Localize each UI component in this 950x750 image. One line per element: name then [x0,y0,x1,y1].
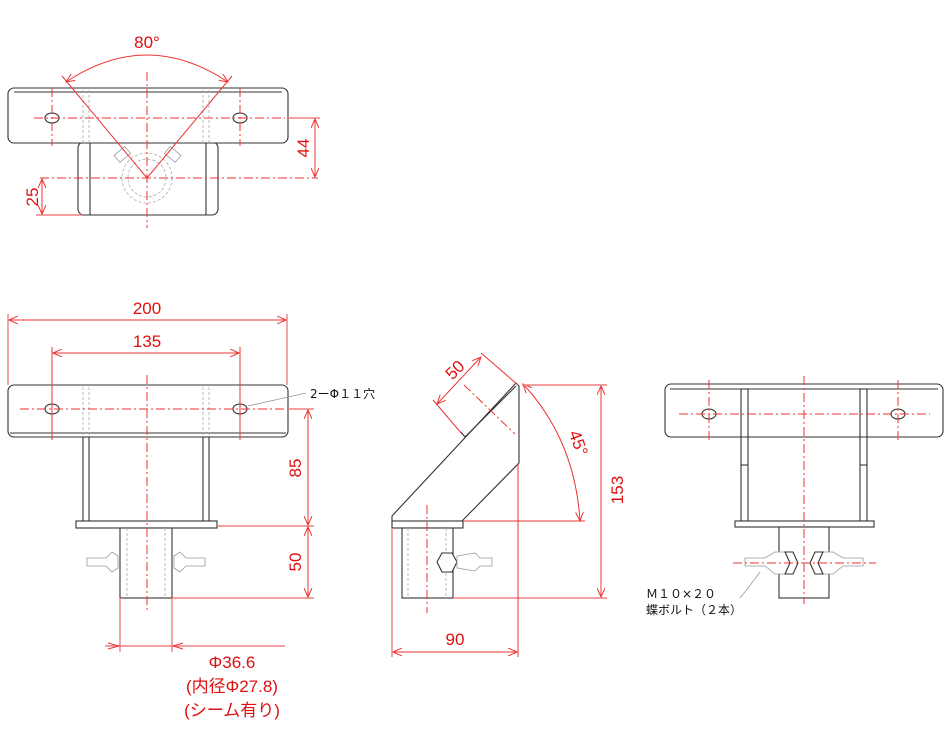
rear-view: Ｍ１０×２０ 蝶ボルト（２本） [646,376,944,617]
pipe [119,527,173,599]
hole-leader [247,392,307,407]
wing-bolt-icon [113,145,182,163]
bolt-type-note: 蝶ボルト（２本） [646,602,742,617]
dim-85-label: 85 [286,459,305,478]
angle-80-label: 80° [134,33,160,52]
dim-25-label: 25 [23,188,42,207]
dim-50-side-label: 50 [442,357,469,384]
front-plate [7,384,289,438]
pipe-id-label: (内径Φ27.8) [186,677,278,696]
bolt-leader [739,571,761,599]
side-view: 50 45° 153 90 [391,352,627,657]
dim-135-label: 135 [133,332,161,351]
wing-bolt-icon [86,551,206,573]
dim-50-label: 50 [286,553,305,572]
dim-44-label: 44 [294,139,313,158]
bolt-size-note: Ｍ１０×２０ [646,587,716,601]
hole-note: 2ーΦ１１穴 [310,386,375,401]
wing-bolt-icon [436,552,493,573]
side-bracket [391,382,520,522]
dim-90-label: 90 [446,630,465,649]
pipe-od-label: Φ36.6 [209,653,256,672]
top-view: 80° 44 25 [7,33,320,228]
dim-153-label: 153 [608,476,627,504]
dim-200-label: 200 [133,299,161,318]
top-plate [7,87,289,144]
front-view: 200 135 2ーΦ１１穴 85 50 Φ36.6 (内径Φ27.8) (シー… [7,299,375,720]
pipe-seam-label: (シーム有り) [184,701,280,720]
angle-45-label: 45° [565,428,592,459]
